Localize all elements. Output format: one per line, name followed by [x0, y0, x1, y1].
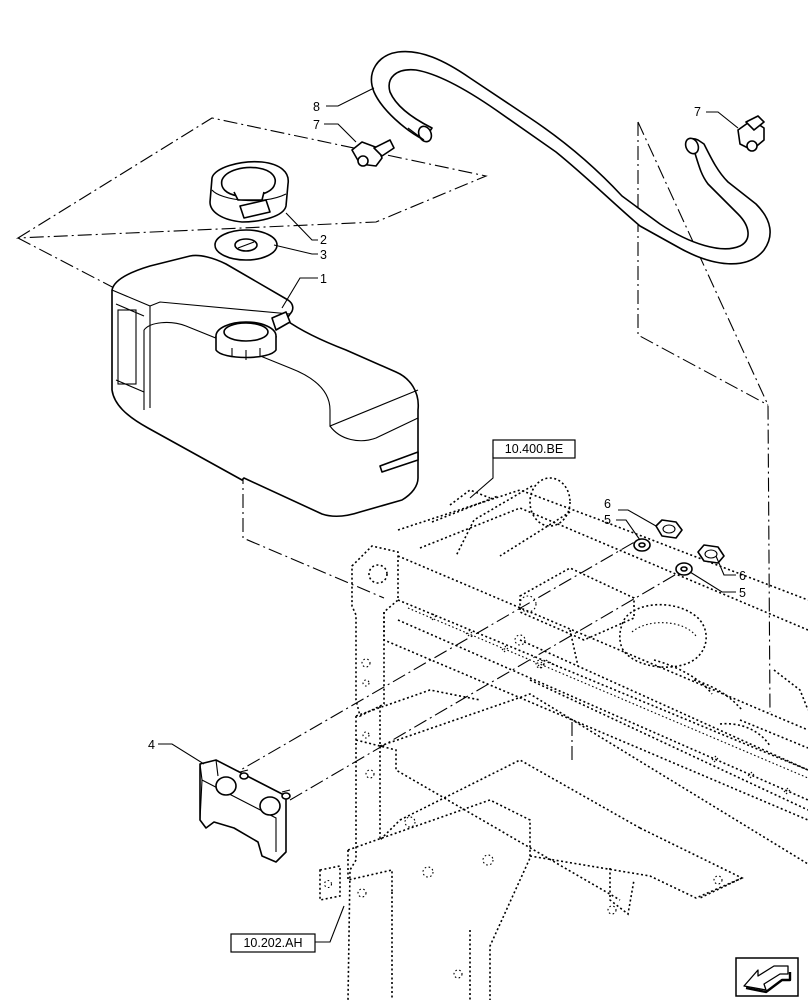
leader-lines: [158, 87, 739, 943]
callout-1: 1: [320, 272, 327, 286]
callout-8: 8: [313, 100, 320, 114]
callout-6-upper: 6: [604, 497, 611, 511]
callout-7-left: 7: [313, 118, 320, 132]
filler-cap-part-2: [209, 160, 289, 223]
reference-label-top: 10.400.BE: [505, 442, 563, 456]
callout-5-lower: 5: [739, 586, 746, 600]
callout-4: 4: [148, 738, 155, 752]
washer-upper-part-5: [633, 538, 651, 552]
reference-box-bottom[interactable]: 10.202.AH: [230, 933, 316, 953]
arrow-bottom-left-icon[interactable]: [735, 957, 799, 997]
nut-upper-part-6: [655, 519, 683, 539]
reservoir-tank-part-1: [111, 254, 420, 517]
reference-label-bottom: 10.202.AH: [243, 936, 302, 950]
nut-lower-part-6: [697, 544, 725, 564]
washer-lower-part-5: [675, 562, 693, 576]
assembly-lines: [15, 117, 771, 801]
callout-3: 3: [320, 248, 327, 262]
hose-part-8: [370, 50, 771, 265]
machine-frame: [319, 477, 808, 1000]
gasket-part-3: [214, 229, 278, 261]
callout-6-lower: 6: [739, 569, 746, 583]
hose-clamp-left-part-7: [351, 139, 395, 167]
callout-labels: 1 2 3 4 5 5 6 6 7 7 8: [148, 100, 746, 752]
callout-7-right: 7: [694, 105, 701, 119]
callout-2: 2: [320, 233, 327, 247]
hose-clamp-right-part-7: [737, 115, 765, 152]
callout-5-upper: 5: [604, 513, 611, 527]
bracket-part-4: [199, 759, 291, 863]
reference-box-top[interactable]: 10.400.BE: [492, 439, 576, 459]
